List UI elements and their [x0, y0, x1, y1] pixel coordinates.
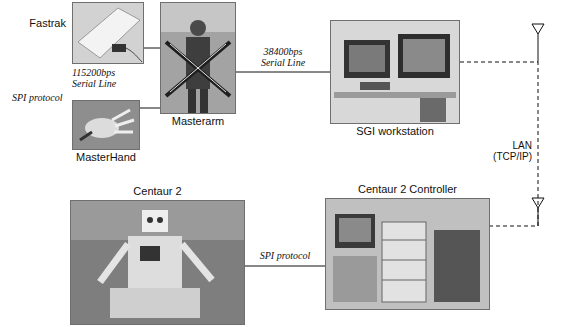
serial-link — [245, 266, 325, 267]
photo-box: SGI workstation — [330, 20, 460, 124]
photo-box: Centaur 2 Controller — [325, 198, 490, 310]
link-label: 38400bps Serial Line — [253, 46, 313, 68]
antenna-symbol — [532, 24, 544, 62]
sgi-workstation-photo — [330, 20, 460, 124]
photo-box: MasterHand — [72, 100, 140, 150]
serial-link — [140, 108, 160, 109]
node-label: Centaur 2 Controller — [358, 183, 457, 196]
node-label: Centaur 2 — [133, 185, 181, 198]
link-label-holder: 38400bps Serial Line — [253, 46, 313, 68]
link-label-holder: 115200bps Serial Line — [72, 67, 134, 89]
photo-box: Masterarm — [160, 2, 236, 114]
masterhand-photo — [72, 100, 140, 150]
link-label-holder: LAN (TCP/IP) — [484, 140, 532, 162]
link-label: SPI protocol — [250, 250, 320, 261]
node-label: MasterHand — [76, 151, 136, 164]
link-label: LAN (TCP/IP) — [484, 140, 532, 162]
node-label: SGI workstation — [356, 125, 434, 138]
centaur-robot-photo — [70, 200, 245, 325]
serial-link — [236, 72, 330, 73]
lan-link — [460, 62, 538, 226]
photo-box: Centaur 2 — [70, 200, 245, 325]
masterarm-photo — [160, 2, 236, 114]
link-label-holder: SPI protocol — [12, 92, 70, 103]
controller-photo — [325, 198, 490, 310]
fastrak-photo — [72, 2, 144, 64]
photo-box: Fastrak — [72, 2, 144, 64]
node-label: Fastrak — [29, 17, 66, 30]
node-label: Masterarm — [172, 115, 225, 128]
serial-link — [144, 48, 160, 49]
link-label-holder: SPI protocol — [250, 250, 320, 261]
link-label: SPI protocol — [12, 92, 70, 103]
link-label: 115200bps Serial Line — [72, 67, 134, 89]
